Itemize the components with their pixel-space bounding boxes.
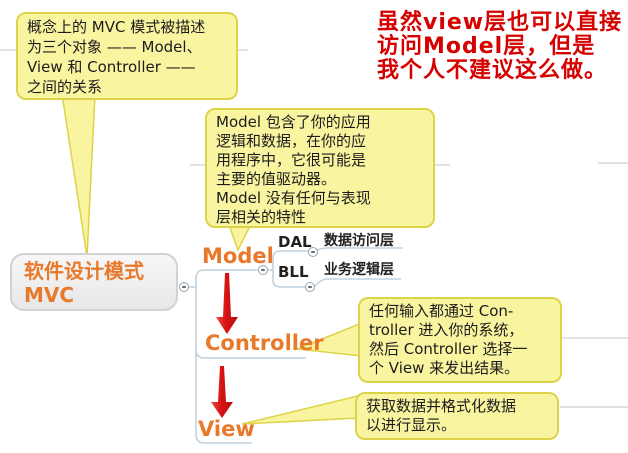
callout-text-line: 逻辑和数据，在你的应 [216, 132, 367, 150]
callout-view-tail [241, 395, 359, 425]
flow-arrows [211, 273, 238, 418]
callout-text-line: troller 进入你的系统， [369, 321, 524, 339]
callout-model-description[interactable]: Model 包含了你的应用 逻辑和数据，在你的应 用程序中，它很可能是 主要的值… [205, 108, 435, 228]
note-line: 我个人不建议这么做。 [377, 58, 608, 83]
minus-icon [261, 269, 265, 271]
collapse-button-model[interactable] [258, 265, 268, 275]
callout-text-line: 用程序中，它很可能是 [216, 151, 367, 169]
callout-text-line: 层相关的特性 [216, 208, 307, 226]
note-view-warning[interactable]: 虽然view层也可以直接 访问Model层，但是 我个人不建议这么做。 [377, 11, 622, 83]
collapse-button-bll[interactable] [305, 282, 315, 292]
callout-controller-description[interactable]: 任何输入都通过 Con- troller 进入你的系统， 然后 Controll… [358, 297, 562, 383]
root-topic[interactable]: 软件设计模式 MVC [10, 253, 178, 311]
topic-dal[interactable]: DAL [278, 233, 312, 251]
callout-tails [61, 93, 363, 425]
minus-icon [182, 286, 186, 288]
topic-business-logic-layer[interactable]: 业务逻辑层 [324, 262, 394, 278]
callout-concept[interactable]: 概念上的 MVC 模式被描述 为三个对象 —— Model、 View 和 Co… [16, 12, 238, 100]
callout-text-line: 之间的关系 [27, 78, 103, 96]
callout-text-line: 主要的值驱动器。 [216, 170, 337, 188]
branch-lines [189, 247, 403, 444]
callout-text-line: 任何输入都通过 Con- [369, 302, 514, 320]
callout-text-line: 为三个对象 —— Model、 [27, 38, 202, 56]
minus-icon [311, 251, 315, 253]
callout-text-line: Model 包含了你的应用 [216, 113, 371, 131]
collapse-button-root[interactable] [179, 282, 189, 292]
callout-text-line: View 和 Controller —— [27, 58, 196, 76]
topic-data-access-layer[interactable]: 数据访问层 [324, 233, 394, 249]
callout-text-line: 个 View 来发出结果。 [369, 359, 520, 377]
topic-bll[interactable]: BLL [278, 263, 309, 281]
arrow-controller-to-view [211, 366, 233, 418]
minus-icon [308, 286, 312, 288]
collapse-button-dal[interactable] [308, 247, 318, 257]
callout-text-line: Model 没有任何与表现 [216, 189, 371, 207]
root-topic-label: MVC [24, 283, 75, 307]
callout-view-description[interactable]: 获取数据并格式化数据 以进行显示。 [355, 392, 559, 440]
callout-concept-tail [61, 93, 96, 258]
callout-text-line: 获取数据并格式化数据 [366, 397, 517, 415]
topic-view[interactable]: View [198, 417, 255, 441]
callout-text-line: 以进行显示。 [366, 416, 457, 434]
note-line: 访问Model层，但是 [377, 34, 596, 59]
arrow-model-to-controller [216, 273, 238, 334]
topic-model[interactable]: Model [202, 244, 274, 268]
note-line: 虽然view层也可以直接 [377, 10, 623, 35]
callout-text-line: 然后 Controller 选择一 [369, 340, 528, 358]
callout-text-line: 概念上的 MVC 模式被描述 [27, 18, 206, 36]
topic-controller[interactable]: Controller [205, 331, 324, 355]
root-topic-label: 软件设计模式 [24, 259, 144, 283]
